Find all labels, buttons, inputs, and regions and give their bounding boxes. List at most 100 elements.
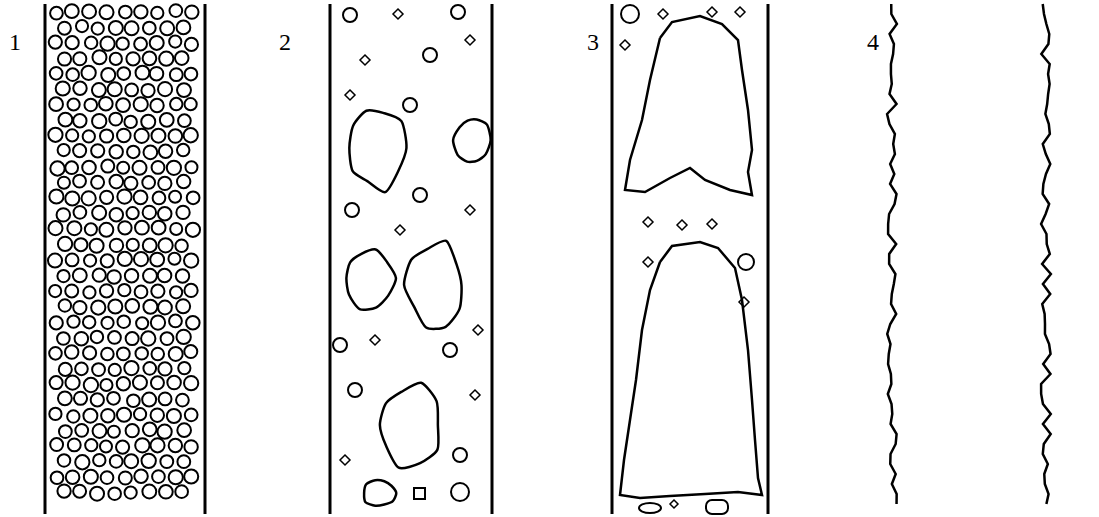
gas-bubble: [116, 441, 129, 454]
gas-bubble: [65, 4, 79, 18]
panel-number: 3: [586, 30, 600, 54]
gas-bubble: [108, 426, 120, 438]
small-bubble: [735, 7, 745, 17]
gas-slug: [380, 383, 439, 469]
gas-bubble: [157, 425, 171, 439]
gas-bubble: [109, 145, 122, 158]
taylor-bubble: [625, 16, 752, 195]
gas-bubble: [110, 455, 123, 468]
gas-bubble: [50, 438, 63, 451]
gas-bubble: [176, 269, 189, 282]
gas-bubble: [49, 408, 61, 420]
gas-bubble: [118, 284, 130, 296]
taylor-bubble: [620, 242, 762, 498]
pipe-wall: [44, 4, 47, 514]
gas-bubble: [92, 114, 106, 128]
gas-bubble: [116, 37, 128, 49]
gas-bubble: [185, 98, 197, 110]
gas-bubble: [58, 177, 70, 189]
gas-bubble: [93, 454, 105, 466]
gas-bubble: [73, 485, 86, 498]
gas-slug: [404, 241, 462, 329]
gas-bubble: [75, 332, 89, 346]
gas-bubble: [184, 345, 197, 358]
gas-bubble: [50, 376, 63, 389]
gas-bubble: [48, 254, 62, 268]
gas-bubble: [185, 68, 198, 81]
gas-bubble: [176, 330, 190, 344]
gas-bubble: [109, 21, 123, 35]
gas-bubble: [92, 22, 104, 34]
gas-bubble: [119, 6, 132, 19]
gas-bubble: [74, 238, 87, 251]
gas-bubble: [84, 255, 96, 267]
gas-bubble: [159, 485, 173, 499]
gas-bubble: [135, 286, 148, 299]
gas-bubble: [184, 440, 197, 453]
gas-bubble: [66, 129, 78, 141]
small-bubble: [395, 225, 405, 235]
gas-bubble: [58, 237, 72, 251]
gas-bubble: [158, 238, 172, 252]
gas-bubble: [177, 455, 190, 468]
gas-bubble: [93, 424, 107, 438]
gas-bubble: [117, 67, 130, 80]
gas-bubble: [126, 52, 139, 65]
gas-bubble: [159, 145, 172, 158]
gas-bubble: [142, 393, 156, 407]
liquid-film-interface: [887, 4, 897, 504]
gas-bubble: [177, 83, 191, 97]
gas-bubble: [110, 53, 122, 65]
gas-bubble: [81, 66, 95, 80]
gas-bubble: [58, 391, 72, 405]
gas-bubble: [170, 68, 183, 81]
gas-bubble: [92, 363, 105, 376]
gas-bubble: [91, 144, 104, 157]
gas-bubble: [49, 189, 63, 203]
gas-bubble: [135, 221, 149, 235]
gas-bubble: [74, 392, 87, 405]
gas-bubble: [49, 285, 61, 297]
gas-bubble: [109, 175, 123, 189]
gas-bubble: [73, 144, 86, 157]
gas-bubble: [178, 114, 191, 127]
gas-bubble: [99, 97, 113, 111]
gas-bubble: [82, 161, 96, 175]
gas-bubble: [100, 191, 113, 204]
gas-bubble: [169, 129, 183, 143]
gas-bubble: [186, 223, 200, 237]
gas-bubble: [125, 486, 137, 498]
gas-bubble: [116, 98, 130, 112]
gas-bubble: [118, 221, 131, 234]
gas-bubble: [109, 364, 121, 376]
gas-bubble: [187, 191, 200, 204]
gas-bubble: [85, 223, 97, 235]
small-bubble: [370, 335, 380, 345]
gas-bubble: [177, 423, 191, 437]
gas-bubble: [66, 68, 79, 81]
gas-bubble: [134, 470, 147, 483]
gas-bubble: [101, 348, 114, 361]
gas-bubble: [151, 285, 164, 298]
gas-bubble: [184, 128, 198, 142]
gas-bubble: [101, 317, 113, 329]
small-bubble: [670, 500, 678, 508]
gas-bubble: [68, 439, 81, 452]
gas-bubble: [136, 66, 150, 80]
gas-bubble: [99, 223, 113, 237]
gas-bubble: [158, 82, 172, 96]
gas-bubble: [160, 113, 174, 127]
gas-bubble: [117, 347, 130, 360]
gas-slug: [349, 110, 406, 192]
gas-bubble: [83, 286, 95, 298]
gas-bubble: [59, 299, 71, 311]
gas-bubble: [101, 68, 115, 82]
gas-bubble: [92, 50, 106, 64]
gas-bubble: [125, 269, 138, 282]
gas-bubble: [175, 485, 188, 498]
gas-bubble: [83, 409, 97, 423]
gas-bubble: [177, 175, 190, 188]
gas-bubble: [117, 189, 131, 203]
gas-bubble: [143, 300, 157, 314]
